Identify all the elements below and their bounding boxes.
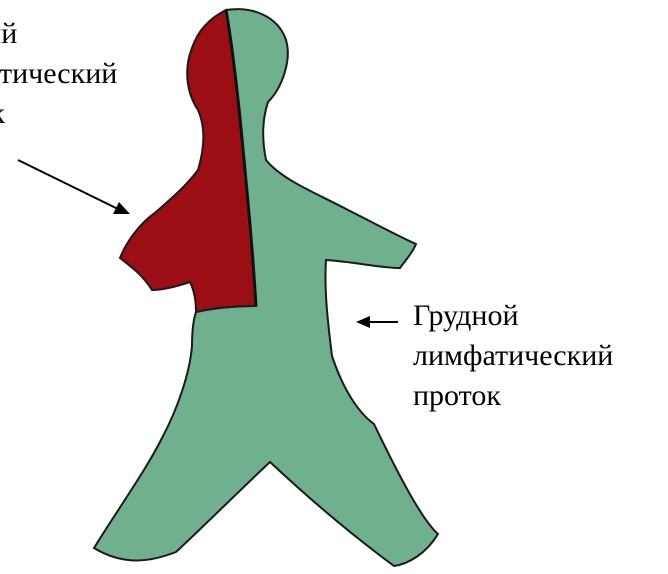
left-label-line-1: Правый — [0, 14, 117, 54]
left-arrow — [18, 160, 130, 214]
right-lymphatic-duct-label: Правый лимфатический проток — [0, 14, 117, 134]
thoracic-duct-label: Грудной лимфатический проток — [413, 296, 613, 416]
right-label-line-2: лимфатический — [413, 336, 613, 376]
left-label-line-3: проток — [0, 94, 117, 134]
left-arrow-shaft — [18, 160, 118, 209]
left-label-line-2: лимфатический — [0, 54, 117, 94]
right-arrow — [356, 316, 398, 328]
thoracic-duct-region — [94, 9, 438, 566]
right-arrowhead — [356, 316, 370, 328]
right-label-line-3: проток — [413, 376, 613, 416]
right-label-line-1: Грудной — [413, 296, 613, 336]
